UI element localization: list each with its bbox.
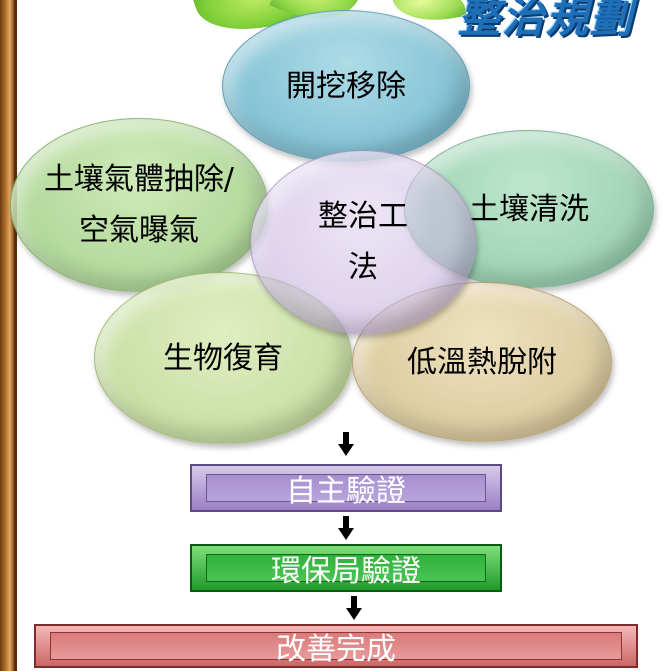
- method-bubble-soil-vapor-extraction: 土壤氣體抽除/ 空氣曝氣: [10, 118, 268, 292]
- step-self-verification: 自主驗證: [190, 464, 502, 512]
- center-label: 整治工: [318, 199, 408, 234]
- center-bubble-remediation-methods: 整治工 法: [250, 150, 476, 334]
- method-bubble-bioremediation: 生物復育: [94, 272, 352, 444]
- method-label: 空氣曝氣: [79, 213, 199, 248]
- corner-title: 整治規劃: [457, 0, 634, 42]
- step-label: 自主驗證: [286, 474, 406, 509]
- method-label: 低溫熱脫附: [407, 344, 557, 380]
- down-arrow-icon: [338, 432, 354, 458]
- step-label: 改善完成: [276, 632, 396, 667]
- center-label: 法: [348, 250, 378, 285]
- left-bar-edge: [14, 0, 17, 671]
- method-label: 生物復育: [163, 340, 283, 376]
- step-label: 環保局驗證: [271, 554, 421, 589]
- method-label: 土壤清洗: [469, 191, 589, 227]
- step-epb-verification: 環保局驗證: [190, 544, 502, 592]
- step-improvement-complete: 改善完成: [34, 624, 638, 668]
- left-decorative-bar: [0, 0, 14, 671]
- method-label: 土壤氣體抽除/: [43, 162, 235, 197]
- down-arrow-icon: [346, 596, 362, 622]
- method-label: 開挖移除: [286, 68, 406, 104]
- down-arrow-icon: [338, 516, 354, 542]
- method-bubble-excavation: 開挖移除: [222, 10, 470, 162]
